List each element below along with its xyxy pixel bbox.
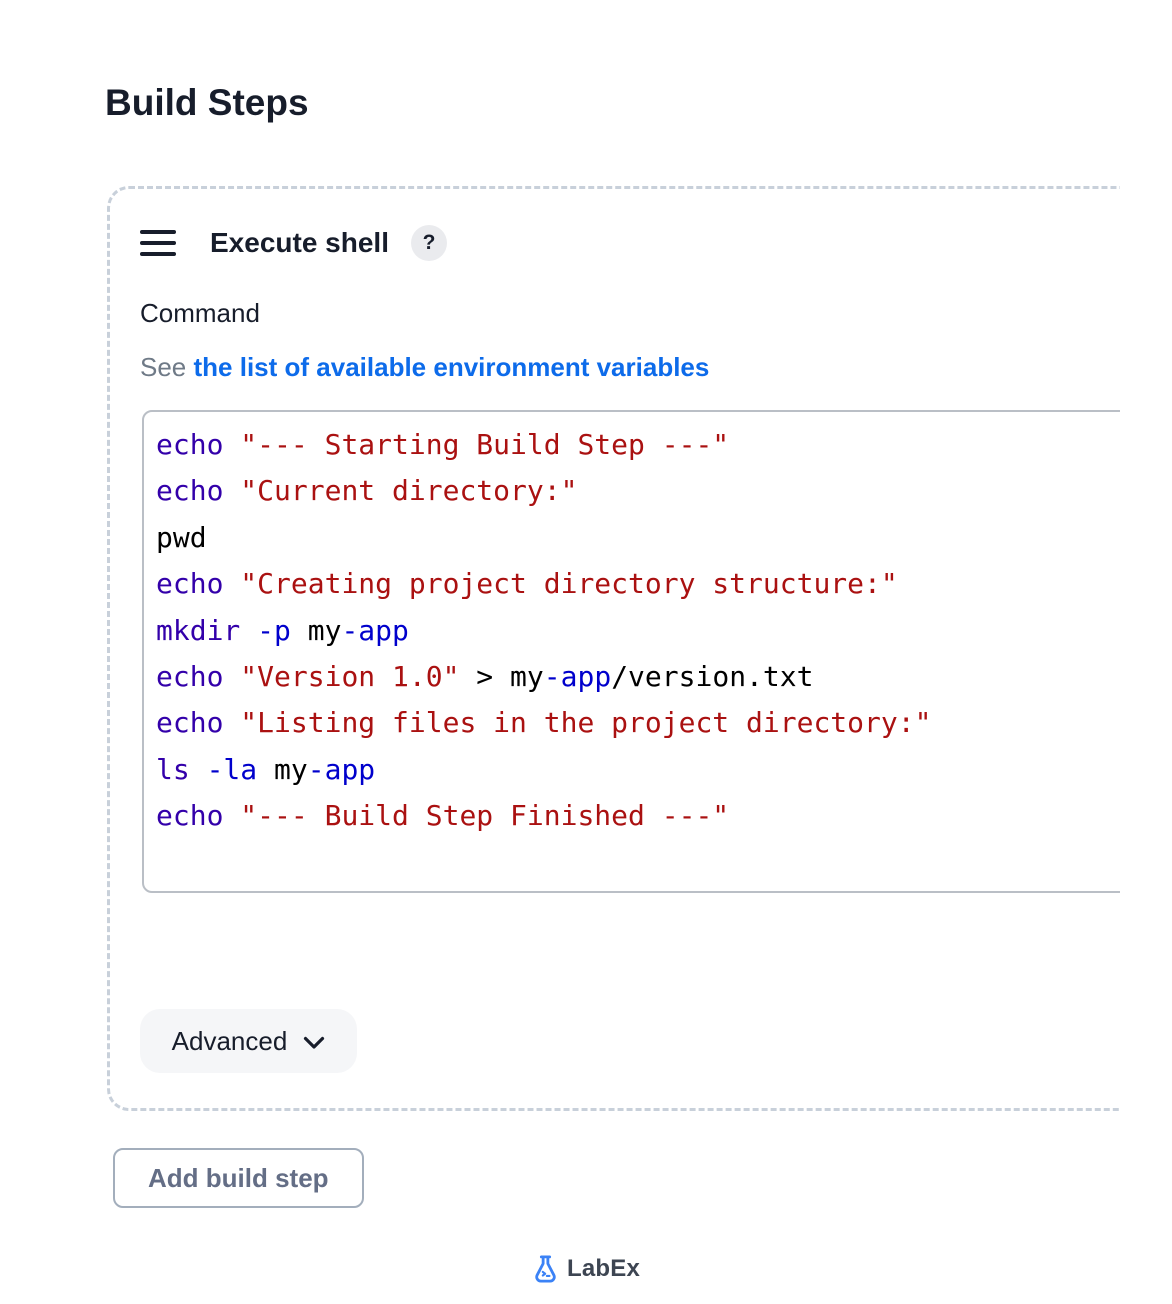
code-line: mkdir -p my-app (156, 613, 409, 647)
code-line: echo "Creating project directory structu… (156, 567, 898, 601)
code-line: echo "Version 1.0" > my-app/version.txt (156, 660, 814, 694)
env-hint-prefix: See (140, 352, 194, 382)
env-vars-link[interactable]: the list of available environment variab… (193, 352, 710, 382)
labex-brand-text: LabEx (566, 1255, 641, 1282)
advanced-label: Advanced (171, 1025, 288, 1056)
add-build-step-button[interactable]: Add build step (113, 1148, 364, 1208)
command-label: Command (140, 298, 260, 328)
code-line: echo "Listing files in the project direc… (156, 706, 932, 740)
advanced-button[interactable]: Advanced (140, 1009, 357, 1073)
build-step-card: Execute shell ? Command See the list of … (107, 186, 1120, 1111)
labex-flask-icon (535, 1255, 556, 1283)
step-header: Execute shell ? (140, 225, 447, 261)
code-line: echo "Current directory:" (156, 474, 578, 508)
code-line: pwd (156, 520, 207, 554)
chevron-down-icon (304, 1036, 325, 1049)
code-line: echo "--- Build Step Finished ---" (156, 799, 730, 833)
code-line: echo "--- Starting Build Step ---" (156, 428, 730, 461)
help-button[interactable]: ? (410, 225, 447, 261)
page-title: Build Steps (105, 82, 309, 123)
step-title: Execute shell (210, 227, 389, 258)
command-editor[interactable]: echo "--- Starting Build Step ---" echo "… (142, 410, 1120, 893)
drag-handle-icon[interactable] (140, 230, 176, 256)
question-mark-icon: ? (422, 231, 436, 254)
footer-brand-link[interactable]: LabEx (0, 1254, 1172, 1284)
env-vars-hint: See the list of available environment va… (140, 351, 709, 383)
code-line: ls -la my-app (156, 752, 376, 786)
build-steps-section: Execute shell ? Command See the list of … (0, 186, 1120, 1118)
